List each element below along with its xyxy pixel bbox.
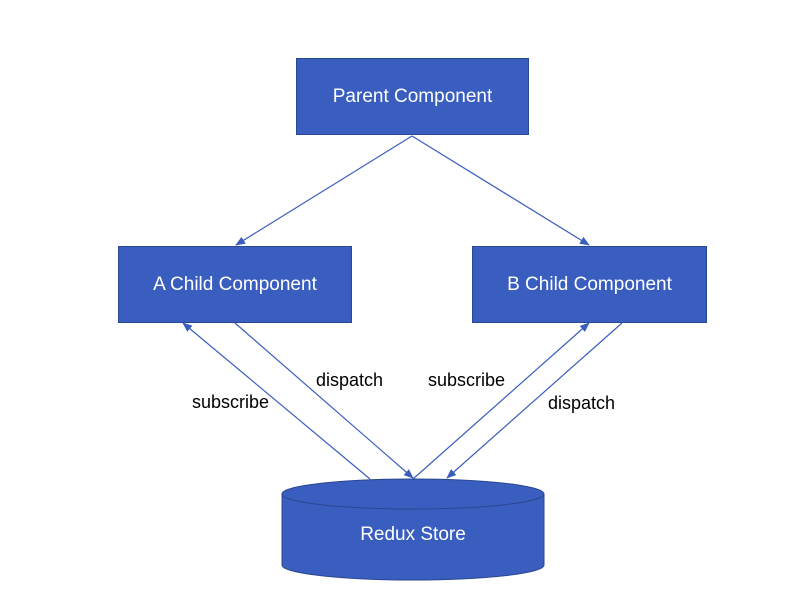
b-subscribe-label: subscribe [428, 370, 506, 390]
a-child-component-node: A Child Component [118, 246, 352, 323]
store-cylinder [281, 478, 545, 581]
arrow-b-dispatch [446, 322, 623, 479]
b-dispatch-label: dispatch [548, 393, 616, 413]
b-child-component-label: B Child Component [507, 273, 672, 295]
arrow-a-dispatch [234, 322, 414, 479]
arrow-parent-to-b [411, 135, 590, 246]
parent-component-node: Parent Component [296, 58, 529, 135]
b-child-component-node: B Child Component [472, 246, 707, 323]
arrow-b-subscribe [412, 322, 590, 480]
arrow-parent-to-a [235, 135, 413, 246]
redux-store-label: Redux Store [360, 524, 466, 545]
a-dispatch-label: dispatch [316, 370, 384, 390]
arrow-a-subscribe [182, 322, 371, 480]
a-subscribe-label: subscribe [192, 392, 270, 412]
a-child-component-label: A Child Component [153, 273, 317, 295]
parent-component-label: Parent Component [332, 85, 493, 107]
